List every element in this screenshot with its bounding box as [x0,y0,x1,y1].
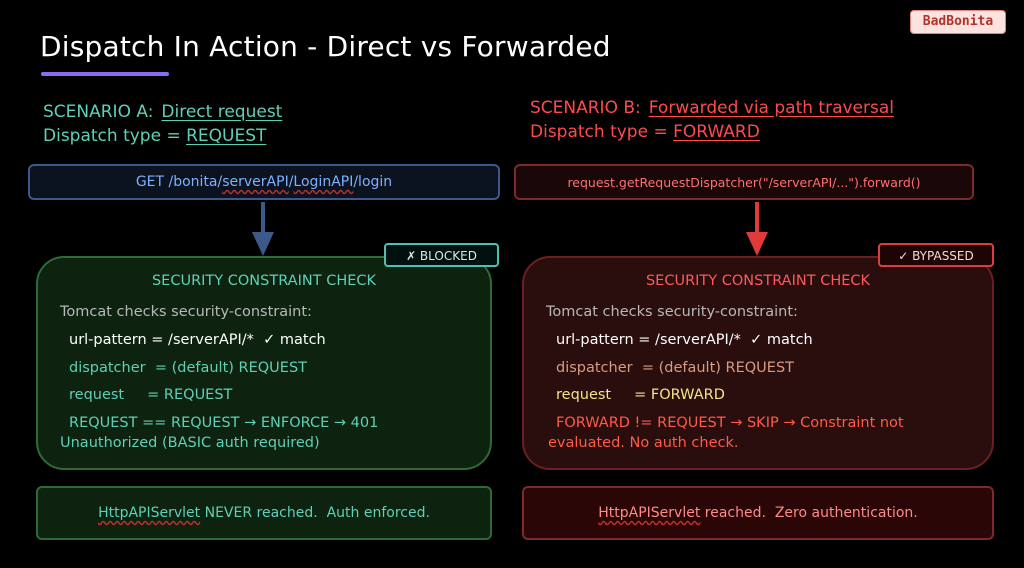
scenario-b-request-box: request.getRequestDispatcher("/serverAPI… [514,164,974,200]
b-line-result-cont: evaluated. No auth check. [548,435,739,451]
request-b-text: request.getRequestDispatcher("/serverAPI… [567,174,921,190]
down-arrow-b-icon [746,202,768,256]
scenario-b-panel-title: SECURITY CONSTRAINT CHECK [645,273,871,289]
b-line-request: request = FORWARD [556,387,725,403]
scenario-b-footer: HttpAPIServlet reached. Zero authenticat… [522,486,994,540]
request-a-part1: serverAPI [222,174,289,190]
down-arrow-a-icon [252,202,274,256]
a-line-dispatcher: dispatcher = (default) REQUEST [69,360,308,376]
scenario-a-header: SCENARIO A: Direct request Dispatch type … [43,100,282,148]
b-line-result: FORWARD != REQUEST → SKIP → Constraint n… [556,415,904,431]
footer-a-text: NEVER reached. Auth enforced. [200,505,430,521]
footer-b-servlet: HttpAPIServlet [598,505,701,521]
brand-badge: BadBonita [910,10,1006,34]
scenario-a-footer: HttpAPIServlet NEVER reached. Auth enfor… [36,486,492,540]
title-underline [41,72,169,76]
a-line-request: request = REQUEST [69,387,233,403]
request-a-prefix: GET /bonita/ [135,174,223,190]
scenario-a-dispatch-label: Dispatch type = [43,126,181,146]
scenario-a-name: Direct request [161,102,283,122]
scenario-a-request-box: GET /bonita/serverAPI/LoginAPI/login [28,164,500,200]
scenario-b-header: SCENARIO B:Forwarded via path traversal … [530,96,894,144]
scenario-b-check-panel [522,256,994,470]
footer-b-text: reached. Zero authentication. [700,505,918,521]
a-line-result: REQUEST == REQUEST → ENFORCE → 401 [69,415,379,431]
blocked-tag: ✗ BLOCKED [384,243,499,267]
scenario-b-label: SCENARIO B: [530,98,641,118]
scenario-a-panel-title: SECURITY CONSTRAINT CHECK [151,273,377,289]
b-line-dispatcher: dispatcher = (default) REQUEST [556,360,795,376]
b-line-url-pattern: url-pattern = /serverAPI/* ✓ match [556,332,813,348]
scenario-b-dispatch-label: Dispatch type = [530,122,668,142]
scenario-a-label: SCENARIO A: [43,102,154,122]
request-a-suffix: /login [353,174,393,190]
scenario-a-dispatch-value: REQUEST [186,126,267,146]
scenario-b-name: Forwarded via path traversal [648,98,895,118]
request-a-part2: LoginAPI [293,174,354,190]
a-line-intro: Tomcat checks security-constraint: [60,304,312,320]
a-line-result-cont: Unauthorized (BASIC auth required) [60,435,320,451]
a-line-url-pattern: url-pattern = /serverAPI/* ✓ match [69,332,326,348]
request-a-sep: / [288,174,294,190]
b-line-intro: Tomcat checks security-constraint: [546,304,798,320]
scenario-b-dispatch-value: FORWARD [673,122,760,142]
footer-a-servlet: HttpAPIServlet [98,505,201,521]
bypassed-tag: ✓ BYPASSED [878,243,994,267]
page-title: Dispatch In Action - Direct vs Forwarded [40,30,611,63]
scenario-a-check-panel [36,256,492,470]
